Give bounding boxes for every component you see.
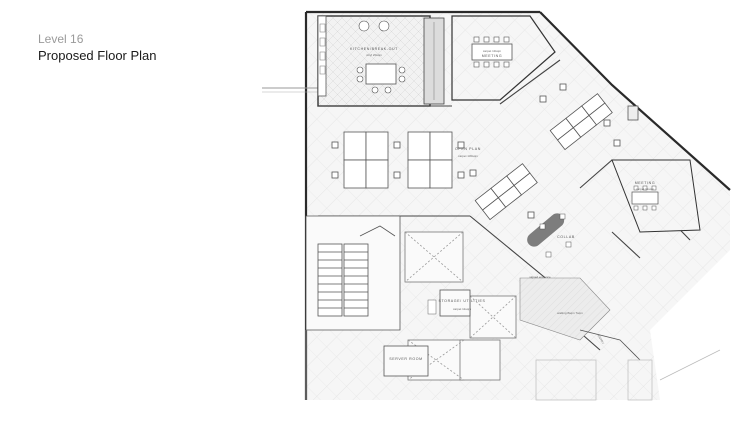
signage-label: signed entrance (529, 275, 551, 279)
level-label: Level 16 (38, 32, 84, 46)
open-plan-finish: carpet 130sqm (458, 154, 478, 158)
open-plan-label: OPEN PLAN (455, 147, 481, 151)
meeting-top-label: MEETING (482, 54, 503, 58)
waiting-area: waiting 8sqm 7sqm signed entrance (519, 275, 611, 341)
meeting-top-finish: carpet 13sqm (483, 49, 502, 53)
kitchen-label: KITCHEN/BREAK-OUT (350, 47, 398, 51)
collab-label: COLLAB (557, 235, 575, 239)
entry-area: ENTRY (579, 329, 641, 361)
storage-label: STORAGE/ UTILITIES (438, 299, 485, 303)
stair-core (305, 215, 401, 331)
open-plan-desks-diagonal (469, 83, 639, 221)
floor-area (306, 12, 730, 400)
open-plan-desks-left (331, 131, 465, 189)
collab-area: COLLAB (527, 213, 575, 258)
meeting-room-top: MEETING carpet 13sqm (451, 15, 556, 101)
meeting-right-finish: carpet 11sqm (636, 187, 654, 191)
server-room: SERVER ROOM (383, 345, 429, 377)
storage-finish: carpet 11sqm (453, 307, 471, 311)
kitchen-room: KITCHEN/BREAK-OUT vinyl 20sqm (317, 15, 445, 107)
meeting-right-label: MEETING (635, 181, 656, 185)
waiting-label: waiting 8sqm 7sqm (557, 311, 583, 315)
entry-label: ENTRY (597, 334, 606, 345)
storage-room: STORAGE/ UTILITIES carpet 11sqm (427, 289, 485, 317)
server-label: SERVER ROOM (389, 357, 423, 361)
page-title: Proposed Floor Plan (38, 48, 157, 63)
meeting-room-right: MEETING carpet 11sqm (611, 159, 701, 233)
surrounds (305, 330, 721, 401)
kitchen-finish: vinyl 20sqm (366, 53, 382, 57)
